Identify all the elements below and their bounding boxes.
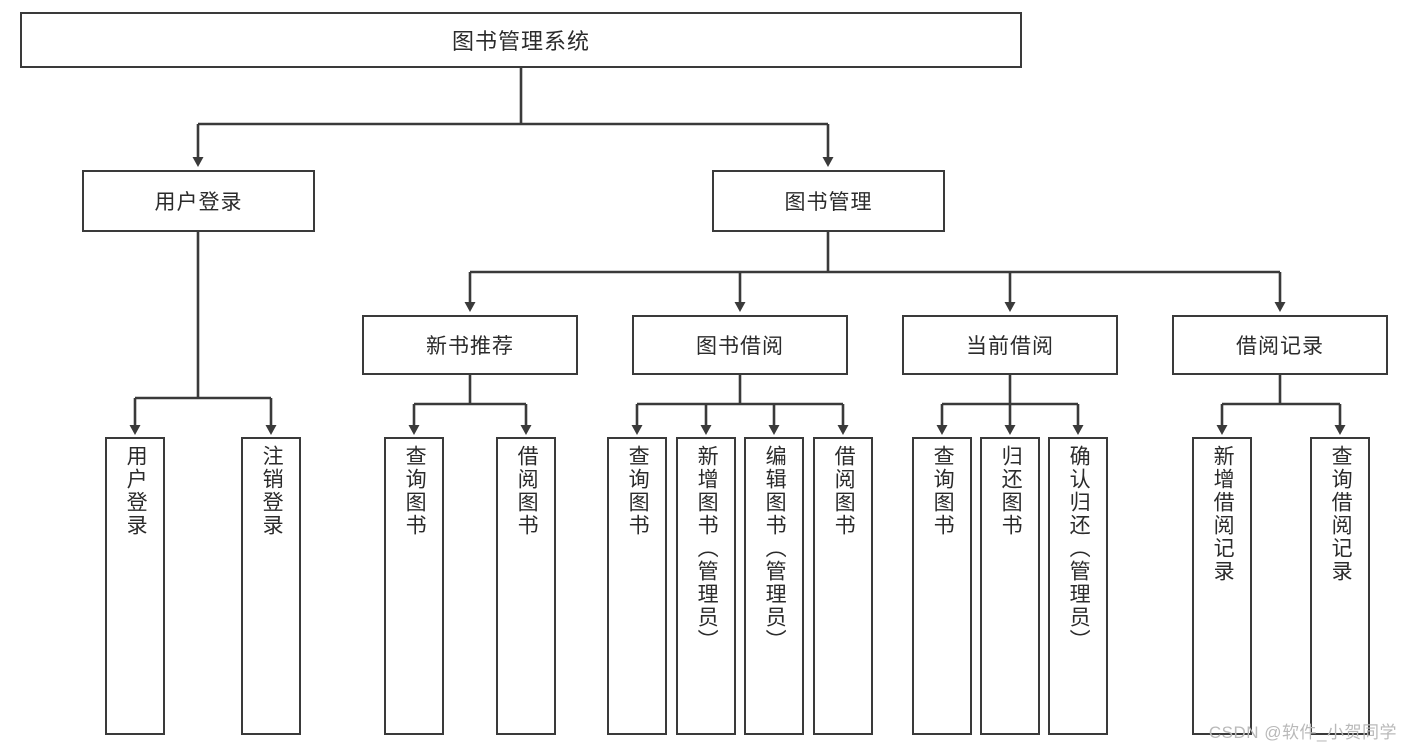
- node-user-login-label: 用户登录: [154, 191, 243, 214]
- watermark-text: CSDN @软件_小贺同学: [1208, 723, 1397, 742]
- node-leaf-query-book-borrow-label: 查询图书: [626, 445, 650, 537]
- node-leaf-query-book-recommend-label: 查询图书: [403, 445, 427, 537]
- node-root-library-system[interactable]: 图书管理系统: [20, 12, 1022, 68]
- node-leaf-return-book-label: 归还图书: [999, 445, 1023, 537]
- node-leaf-query-book-current[interactable]: 查询图书: [912, 437, 972, 735]
- node-leaf-logout-label: 注销登录: [260, 445, 284, 537]
- node-current-borrow-label: 当前借阅: [966, 335, 1054, 358]
- node-leaf-user-login[interactable]: 用户登录: [105, 437, 165, 735]
- node-leaf-add-borrow-record-label: 新增借阅记录: [1211, 445, 1235, 583]
- node-leaf-query-book-borrow[interactable]: 查询图书: [607, 437, 667, 735]
- node-leaf-logout[interactable]: 注销登录: [241, 437, 301, 735]
- node-leaf-confirm-return-label: 确认归还（管理员）: [1067, 445, 1091, 652]
- node-leaf-edit-book-label: 编辑图书（管理员）: [763, 445, 787, 652]
- node-leaf-query-borrow-record-label: 查询借阅记录: [1329, 445, 1353, 583]
- node-leaf-confirm-return[interactable]: 确认归还（管理员）: [1048, 437, 1108, 735]
- node-borrow-record[interactable]: 借阅记录: [1172, 315, 1388, 375]
- node-book-borrow-label: 图书借阅: [696, 335, 784, 358]
- node-leaf-user-login-label: 用户登录: [124, 445, 148, 537]
- node-leaf-add-book-label: 新增图书（管理员）: [695, 445, 719, 652]
- node-leaf-add-borrow-record[interactable]: 新增借阅记录: [1192, 437, 1252, 735]
- node-leaf-borrow-book[interactable]: 借阅图书: [813, 437, 873, 735]
- node-book-management[interactable]: 图书管理: [712, 170, 945, 232]
- node-borrow-record-label: 借阅记录: [1236, 335, 1324, 358]
- node-book-management-label: 图书管理: [784, 191, 873, 214]
- node-leaf-borrow-book-recommend-label: 借阅图书: [515, 445, 539, 537]
- node-leaf-borrow-book-label: 借阅图书: [832, 445, 856, 537]
- node-leaf-query-book-recommend[interactable]: 查询图书: [384, 437, 444, 735]
- node-root-label: 图书管理系统: [451, 29, 590, 54]
- node-leaf-edit-book[interactable]: 编辑图书（管理员）: [744, 437, 804, 735]
- node-leaf-borrow-book-recommend[interactable]: 借阅图书: [496, 437, 556, 735]
- node-leaf-return-book[interactable]: 归还图书: [980, 437, 1040, 735]
- node-new-book-recommend-label: 新书推荐: [426, 335, 514, 358]
- node-new-book-recommend[interactable]: 新书推荐: [362, 315, 578, 375]
- node-leaf-query-book-current-label: 查询图书: [931, 445, 955, 537]
- node-user-login[interactable]: 用户登录: [82, 170, 315, 232]
- node-leaf-query-borrow-record[interactable]: 查询借阅记录: [1310, 437, 1370, 735]
- node-leaf-add-book[interactable]: 新增图书（管理员）: [676, 437, 736, 735]
- node-current-borrow[interactable]: 当前借阅: [902, 315, 1118, 375]
- node-book-borrow[interactable]: 图书借阅: [632, 315, 848, 375]
